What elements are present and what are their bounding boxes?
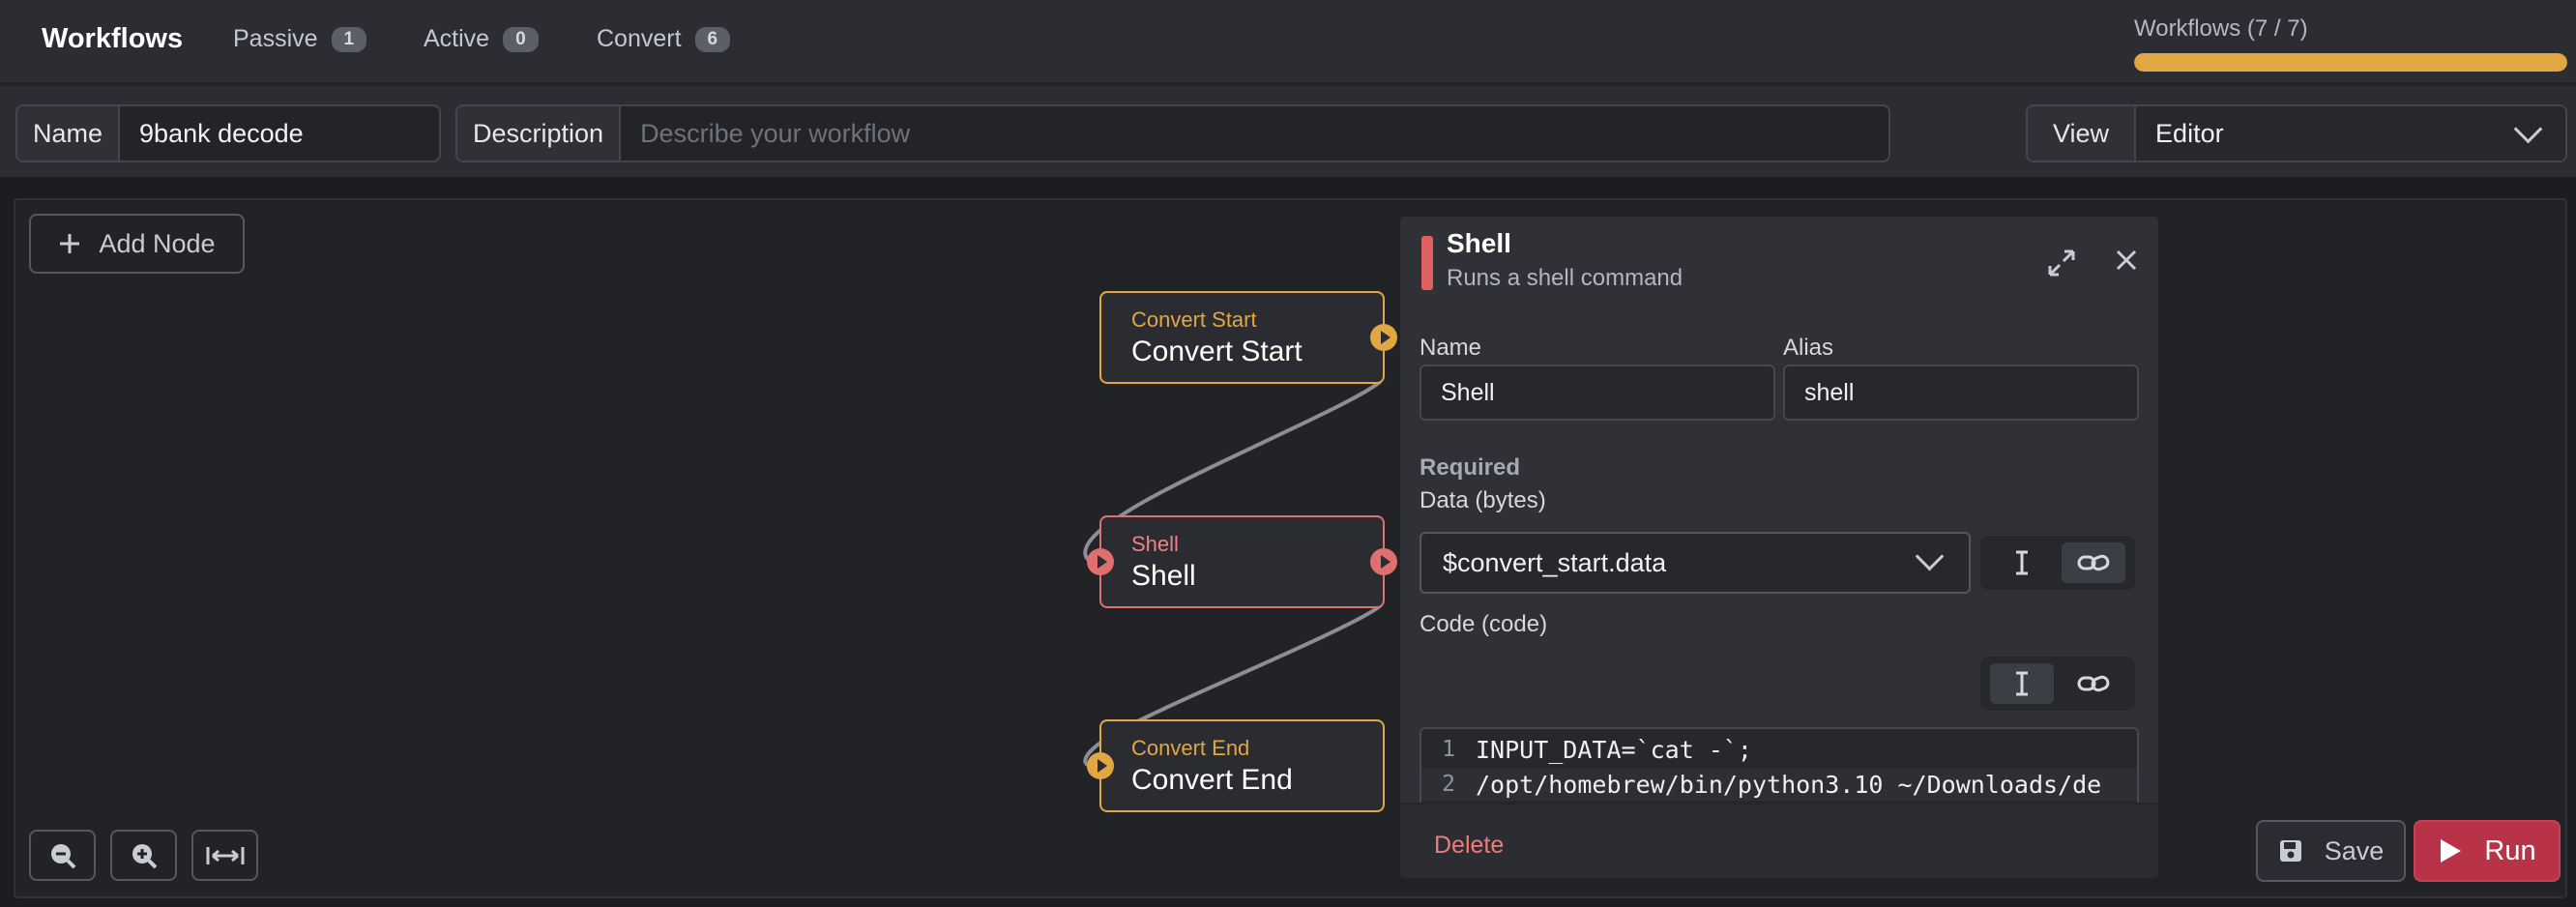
view-select[interactable]: Editor — [2136, 106, 2565, 161]
view-label: View — [2028, 106, 2137, 161]
panel-title: Shell — [1447, 228, 1511, 258]
progress-bar — [2134, 53, 2567, 72]
zoom-in-button[interactable] — [110, 830, 177, 881]
text-cursor-icon[interactable] — [1990, 542, 2054, 583]
progress-label: Workflows (7 / 7) — [2134, 15, 2308, 42]
text-cursor-icon[interactable] — [1990, 663, 2054, 704]
expand-icon[interactable] — [2046, 248, 2077, 284]
edge-shell-to-end — [1083, 603, 1383, 769]
code-mode-toggle — [1980, 657, 2135, 711]
required-section-label: Required — [1420, 454, 1521, 481]
zoom-out-button[interactable] — [29, 830, 96, 881]
save-button[interactable]: Save — [2256, 820, 2406, 882]
tab-workflows[interactable]: Workflows — [42, 23, 184, 54]
view-select-value: Editor — [2155, 118, 2224, 148]
name-field-label: Name — [1420, 335, 1482, 361]
chevron-down-icon — [1915, 541, 1945, 571]
run-button[interactable]: Run — [2414, 820, 2561, 882]
count-badge: 6 — [694, 26, 731, 52]
tab-active[interactable]: Active 0 — [424, 25, 539, 53]
code-field-label: Code (code) — [1420, 611, 1548, 637]
code-editor[interactable]: 1 INPUT_DATA=`cat -`; 2 /opt/homebrew/bi… — [1420, 727, 2139, 805]
description-label: Description — [457, 106, 622, 161]
tab-label: Active — [424, 25, 490, 52]
progress-fill — [2134, 53, 2567, 72]
name-input[interactable]: 9bank decode — [139, 118, 304, 148]
tab-convert[interactable]: Convert 6 — [597, 25, 731, 53]
code-text: INPUT_DATA=`cat -`; — [1476, 735, 1752, 764]
node-color-indicator — [1421, 236, 1433, 290]
description-field-group: Description Describe your workflow — [455, 104, 1890, 162]
count-badge: 0 — [503, 26, 539, 52]
fit-view-button[interactable] — [191, 830, 258, 881]
node-type: Convert Start — [1131, 307, 1257, 332]
node-name: Shell — [1131, 560, 1196, 592]
output-port[interactable] — [1370, 548, 1397, 575]
data-select-value: $convert_start.data — [1443, 547, 1667, 577]
top-bar: Workflows Passive 1 Active 0 Convert 6 W… — [0, 0, 2576, 86]
code-line: 2 /opt/homebrew/bin/python3.10 ~/Downloa… — [1421, 768, 2137, 801]
tab-label: Passive — [233, 25, 318, 52]
node-name: Convert Start — [1131, 336, 1303, 367]
run-label: Run — [2484, 834, 2536, 866]
line-number: 1 — [1442, 737, 1455, 762]
node-convert-start[interactable]: Convert Start Convert Start — [1099, 291, 1397, 384]
output-port[interactable] — [1370, 324, 1397, 351]
play-icon — [2441, 839, 2462, 863]
data-field-label: Data (bytes) — [1420, 487, 1546, 513]
node-name: Convert End — [1131, 764, 1293, 796]
node-settings-panel: Shell Runs a shell command Name Shell Al… — [1400, 217, 2158, 878]
link-icon[interactable] — [2062, 542, 2125, 583]
line-number: 2 — [1442, 772, 1455, 797]
node-alias-input[interactable]: shell — [1783, 365, 2139, 421]
tab-label: Convert — [597, 25, 682, 52]
node-convert-end[interactable]: Convert End Convert End — [1087, 719, 1385, 812]
zoom-out-icon — [50, 843, 75, 868]
input-port[interactable] — [1087, 752, 1114, 779]
add-node-button[interactable]: Add Node — [29, 214, 245, 274]
zoom-in-icon — [132, 843, 157, 868]
edge-start-to-shell — [1083, 379, 1383, 564]
description-input[interactable]: Describe your workflow — [640, 118, 911, 148]
alias-field-label: Alias — [1783, 335, 1834, 361]
plus-icon — [60, 234, 80, 253]
tab-passive[interactable]: Passive 1 — [233, 25, 367, 53]
input-port[interactable] — [1087, 548, 1114, 575]
node-name-input[interactable]: Shell — [1420, 365, 1775, 421]
panel-subtitle: Runs a shell command — [1447, 265, 1683, 291]
floppy-disk-icon — [2279, 840, 2301, 862]
name-field-group: Name 9bank decode — [15, 104, 441, 162]
data-mode-toggle — [1980, 536, 2135, 590]
link-icon[interactable] — [2062, 663, 2125, 704]
node-type: Convert End — [1131, 736, 1250, 760]
name-label: Name — [17, 106, 121, 161]
close-icon[interactable] — [2114, 248, 2139, 278]
node-shell[interactable]: Shell Shell — [1087, 515, 1397, 608]
node-type: Shell — [1131, 532, 1179, 556]
save-label: Save — [2324, 835, 2385, 865]
count-badge: 1 — [331, 26, 367, 52]
fit-width-icon — [206, 846, 244, 864]
delete-node-button[interactable]: Delete — [1434, 832, 1505, 859]
view-field-group: View Editor — [2026, 104, 2567, 162]
code-text: /opt/homebrew/bin/python3.10 ~/Downloads… — [1476, 770, 2102, 799]
data-select[interactable]: $convert_start.data — [1420, 532, 1971, 594]
add-node-label: Add Node — [99, 228, 216, 258]
panel-footer: Delete — [1400, 803, 2158, 878]
code-line: 1 INPUT_DATA=`cat -`; — [1421, 733, 2137, 766]
